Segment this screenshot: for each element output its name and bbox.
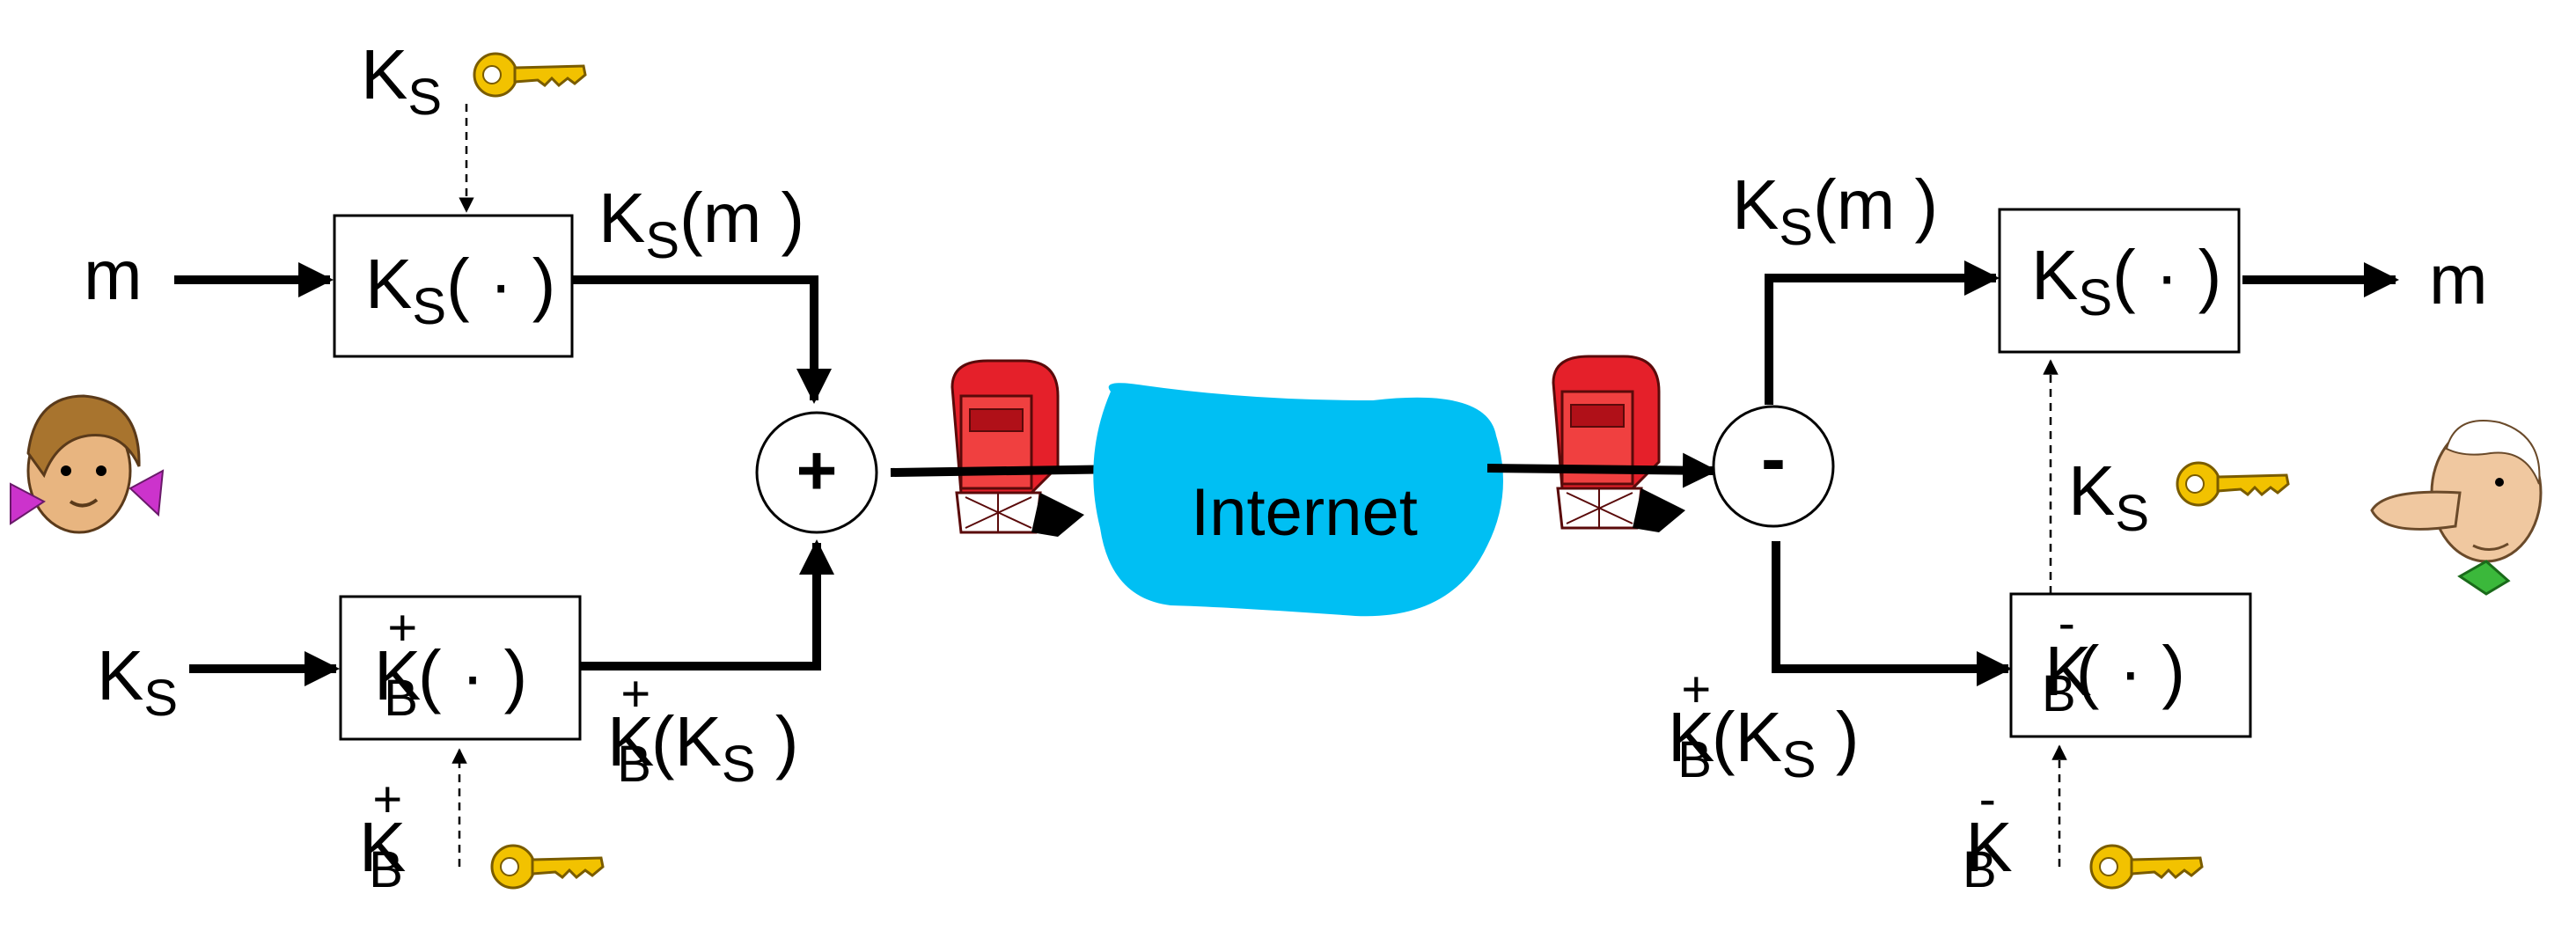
send-arrow [890,451,1133,487]
public-key-label: K+B [359,771,406,898]
bob-icon [2370,420,2543,596]
private-key-label: K-B [1963,771,2013,898]
key-icon [490,844,605,890]
mailbox-icon [1552,355,1687,534]
encrypted-key-arrow [580,539,834,671]
combiner-symbol: + [796,431,838,509]
cloud-icon [1093,383,1503,617]
symmetric-encrypt-label: KS( · ) [365,245,555,335]
alice-icon [10,394,165,534]
key-icon [2089,844,2204,890]
key-icon [2176,461,2290,507]
encrypted-key-in-arrow [1772,541,2012,686]
receive-arrow [1486,452,1718,488]
public-key-encrypt-label: K+B( · ) [374,599,527,727]
top-session-key-label: KS [361,35,442,126]
sender-message-label: m [84,236,143,314]
private-key-decrypt-box [2009,592,2252,738]
encrypted-message-arrow [572,275,832,404]
received-session-key-label: K+B(KS ) [1668,661,1859,788]
key-icon [473,52,587,98]
encrypted-session-key-label: K+B(KS ) [607,665,798,793]
encrypted-message-label: KS(m ) [598,179,804,269]
internet-label: Internet [1191,475,1418,550]
session-key-label: KS [97,636,178,727]
combiner-circle [755,411,878,534]
received-message-arrow [1765,260,2000,405]
mailbox-icon [950,359,1086,539]
private-key-decrypt-label: K-B( · ) [2042,595,2185,722]
splitter-circle [1712,405,1835,528]
symmetric-decrypt-label: KS( · ) [2031,236,2221,326]
symmetric-encrypt-box [333,214,574,358]
receiver-message-label: m [2429,240,2488,319]
received-message-label: KS(m ) [1732,165,1938,256]
splitter-symbol: - [1761,417,1786,500]
symmetric-decrypt-box [1998,208,2241,354]
recovered-session-key-label: KS [2068,451,2149,542]
public-key-encrypt-box [339,595,582,741]
